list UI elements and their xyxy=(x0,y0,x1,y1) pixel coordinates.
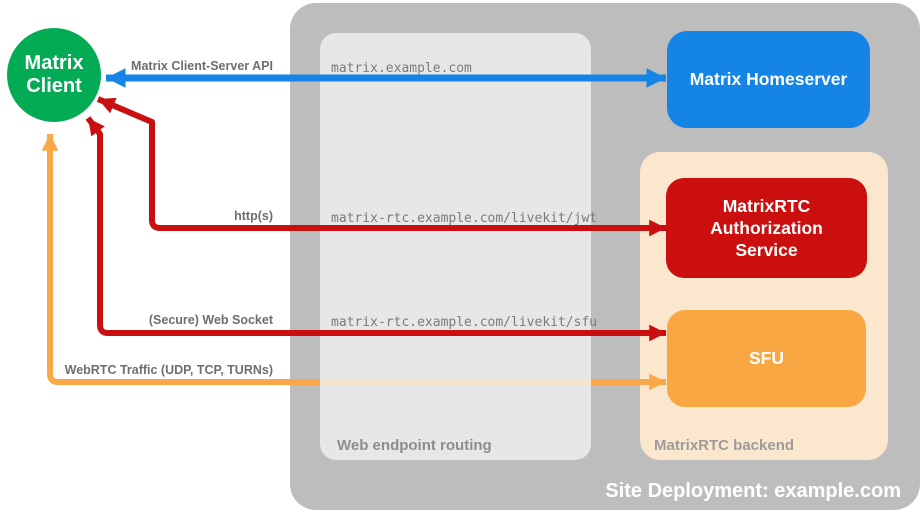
matrix-homeserver-node: Matrix Homeserver xyxy=(667,31,870,128)
matrix-homeserver-label: Matrix Homeserver xyxy=(689,69,848,89)
webrtc-arrow-label: WebRTC Traffic (UDP, TCP, TURNs) xyxy=(64,363,273,377)
sfu-node: SFU xyxy=(667,310,866,407)
matrix-client-label: Matrix Client xyxy=(24,52,84,97)
site-deployment-caption: Site Deployment: example.com xyxy=(605,480,901,502)
matrixrtc-backend-caption: MatrixRTC backend xyxy=(654,437,795,454)
http-arrow-label: http(s) xyxy=(234,209,273,223)
sfu-label: SFU xyxy=(749,348,784,368)
client-server-api-arrow-label: Matrix Client-Server API xyxy=(131,59,273,73)
matrixrtc-authorization-service-node: MatrixRTC Authorization Service xyxy=(666,178,867,278)
endpoint-url-livekit-sfu: matrix-rtc.example.com/livekit/sfu xyxy=(331,315,598,330)
matrix-client-node: Matrix Client xyxy=(7,28,101,122)
websocket-arrow-label: (Secure) Web Socket xyxy=(148,313,273,327)
matrixrtc-authorization-service-label: MatrixRTC Authorization Service xyxy=(710,196,823,260)
web-endpoint-routing-caption: Web endpoint routing xyxy=(337,437,492,454)
web-endpoint-routing-box xyxy=(320,33,591,460)
endpoint-url-livekit-jwt: matrix-rtc.example.com/livekit/jwt xyxy=(331,211,598,226)
endpoint-url-homeserver: matrix.example.com xyxy=(331,61,472,76)
